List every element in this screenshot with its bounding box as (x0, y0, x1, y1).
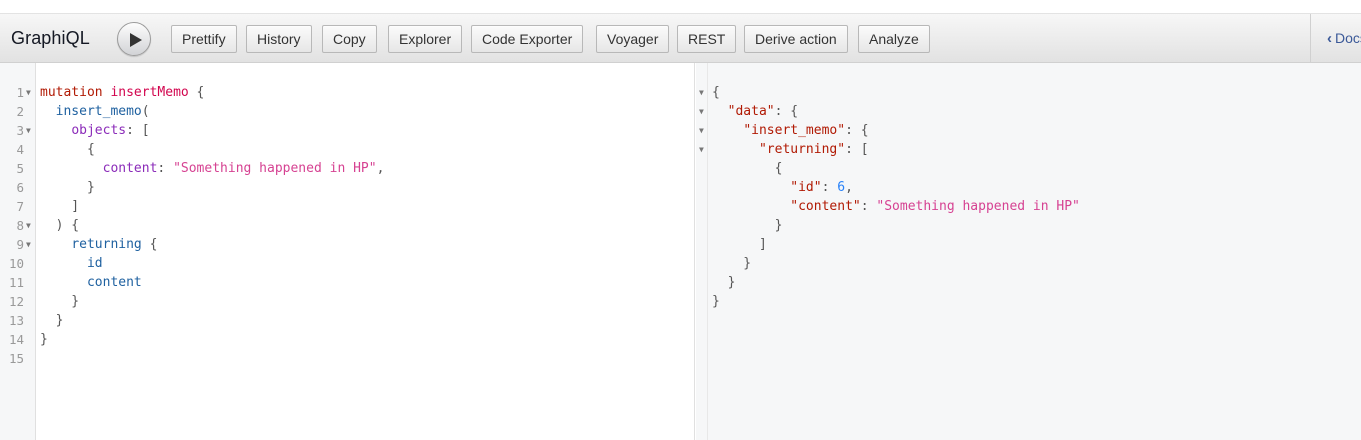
editor-gutter: 1▼ 2 3▼ 4 5 6 7 8▼ 9▼ 10 11 12 13 14 15 (0, 63, 36, 440)
code-line: content (40, 273, 142, 292)
string-value: "Something happened in HP" (173, 161, 377, 176)
line-number: 15 (8, 351, 24, 366)
fold-toggle-icon[interactable]: ▼ (699, 145, 704, 154)
rest-button[interactable]: REST (677, 25, 737, 53)
docs-bar: ‹Docs (1310, 14, 1361, 63)
result-line: } (712, 294, 720, 309)
result-line: "content": "Something happened in HP" (790, 199, 1080, 214)
code-line: mutation insertMemo { (40, 85, 205, 100)
argument-name: objects (71, 123, 127, 138)
result-line: } (712, 275, 736, 290)
result-line: "id": 6, (790, 180, 853, 195)
code-line: } (40, 332, 48, 347)
code-line: } (40, 180, 95, 195)
fold-toggle-icon[interactable]: ▼ (26, 221, 31, 230)
code-line: id (40, 254, 103, 273)
prettify-button[interactable]: Prettify (171, 25, 237, 53)
result-line: { (712, 161, 783, 176)
fold-toggle-icon[interactable]: ▼ (26, 240, 31, 249)
line-number: 11 (8, 275, 24, 290)
code-line: } (40, 294, 80, 309)
line-number: 8 (16, 218, 24, 233)
line-number: 13 (8, 313, 24, 328)
json-string: "Something happened in HP" (876, 199, 1080, 214)
line-number: 5 (16, 161, 24, 176)
docs-label: Docs (1335, 30, 1361, 46)
line-number: 10 (8, 256, 24, 271)
line-number: 2 (16, 104, 24, 119)
result-gutter: ▼ ▼ ▼ ▼ (696, 63, 708, 440)
fold-toggle-icon[interactable]: ▼ (26, 126, 31, 135)
result-line: "insert_memo": { (743, 123, 869, 138)
top-strip (0, 0, 1361, 14)
result-line: "returning": [ (758, 142, 869, 157)
result-line: { (712, 85, 720, 100)
argument-name: content (102, 161, 158, 176)
json-key: "returning" (758, 142, 846, 157)
json-number: 6 (837, 180, 846, 195)
result-viewer[interactable]: ▼ ▼ ▼ ▼ { "data": { "insert_memo": { "re… (696, 63, 1361, 440)
docs-link[interactable]: ‹Docs (1327, 30, 1361, 47)
app-title: GraphiQL (11, 28, 90, 48)
derive-action-button[interactable]: Derive action (744, 25, 848, 53)
history-button[interactable]: History (246, 25, 312, 53)
operation-name: insertMemo (110, 85, 189, 100)
line-number: 1 (16, 85, 24, 100)
toolbar: GraphiQL Prettify History Copy Explorer … (0, 14, 1310, 63)
field-name: insert_memo (55, 104, 142, 119)
result-line: ] (712, 237, 767, 252)
code-line: } (40, 313, 64, 328)
code-line: ) { (40, 218, 80, 233)
line-number: 3 (16, 123, 24, 138)
code-line: { (40, 142, 95, 157)
json-key: "id" (790, 180, 822, 195)
keyword: mutation (40, 85, 103, 100)
fold-toggle-icon[interactable]: ▼ (699, 107, 704, 116)
chevron-left-icon: ‹ (1327, 30, 1332, 47)
line-number: 6 (16, 180, 24, 195)
line-number: 7 (16, 199, 24, 214)
code-exporter-button[interactable]: Code Exporter (471, 25, 584, 53)
code-line: ] (40, 199, 80, 214)
code-line: content: "Something happened in HP", (102, 161, 385, 176)
field-name: id (86, 256, 103, 271)
code-line: objects: [ (71, 123, 150, 138)
result-line: "data": { (727, 104, 799, 119)
code-line: returning { (71, 237, 158, 252)
voyager-button[interactable]: Voyager (596, 25, 670, 53)
line-number: 14 (8, 332, 24, 347)
line-number: 12 (8, 294, 24, 309)
query-editor[interactable]: 1▼ 2 3▼ 4 5 6 7 8▼ 9▼ 10 11 12 13 14 15 … (0, 63, 695, 440)
line-number: 9 (16, 237, 24, 252)
json-key: "insert_memo" (743, 123, 846, 138)
copy-button[interactable]: Copy (322, 25, 377, 53)
fold-toggle-icon[interactable]: ▼ (26, 88, 31, 97)
result-line: } (712, 218, 783, 233)
explorer-button[interactable]: Explorer (388, 25, 463, 53)
fold-toggle-icon[interactable]: ▼ (699, 88, 704, 97)
line-number: 4 (16, 142, 24, 157)
code-line: insert_memo( (55, 104, 150, 119)
json-key: "content" (790, 199, 861, 214)
json-key: "data" (727, 104, 775, 119)
field-name: content (86, 275, 142, 290)
field-name: returning (71, 237, 142, 252)
fold-toggle-icon[interactable]: ▼ (699, 126, 704, 135)
execute-query-button[interactable] (117, 22, 151, 56)
result-line: } (712, 256, 752, 271)
play-icon (130, 33, 142, 47)
analyze-button[interactable]: Analyze (858, 25, 930, 53)
